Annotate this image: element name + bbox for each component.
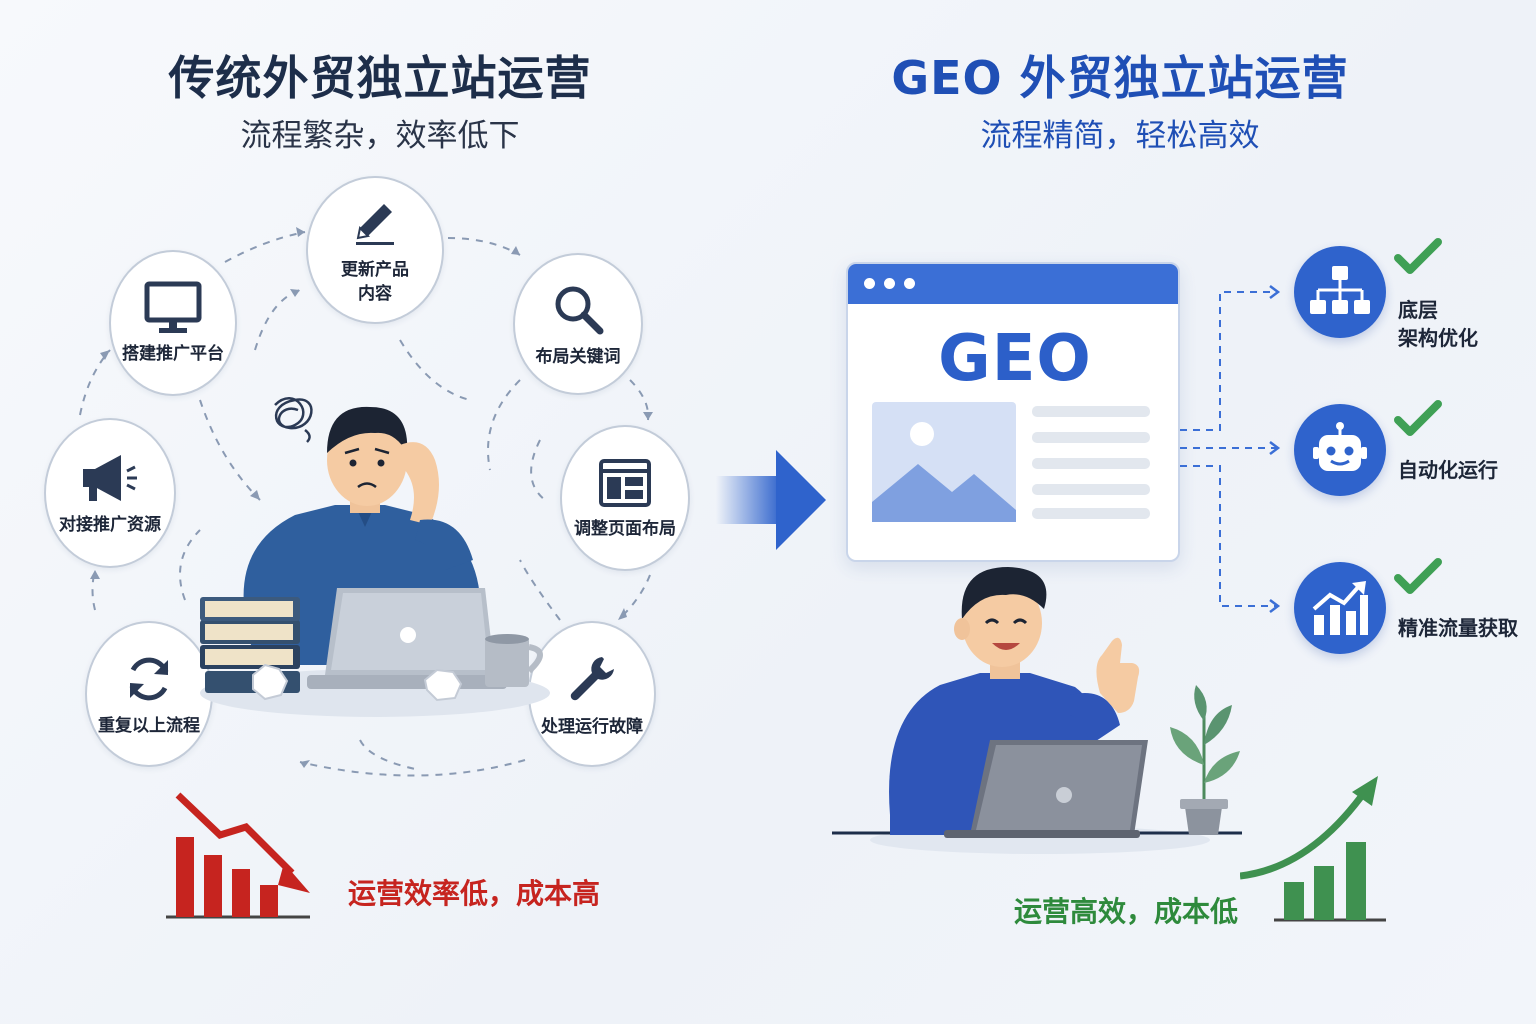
text-lines-placeholder (1032, 406, 1150, 519)
right-subtitle: 流程精简，轻松高效 (980, 118, 1260, 154)
thumbs-up-icon (1096, 637, 1140, 713)
transition-arrow-icon (716, 450, 826, 550)
laptop-icon (307, 588, 507, 689)
feature-label: 底层 架构优化 (1398, 296, 1478, 352)
step-label-line: 重复以上流程 (98, 716, 200, 736)
wrench-icon (570, 657, 614, 701)
crumpled-paper-icon (252, 663, 463, 702)
growth-chart-result-icon (1240, 776, 1386, 922)
hierarchy-icon (1310, 266, 1370, 314)
step-repeat: 重复以上流程 (85, 621, 213, 767)
feature-label-line: 自动化运行 (1398, 458, 1498, 482)
feature-connectors (1180, 285, 1281, 613)
happy-worker-illustration (832, 567, 1242, 854)
step-promotion-resources: 对接推广资源 (44, 418, 176, 568)
check-icon (1394, 238, 1442, 274)
feature-label: 精准流量获取 (1398, 614, 1518, 642)
robot-icon (1313, 422, 1367, 471)
left-subtitle: 流程繁杂，效率低下 (240, 118, 520, 154)
growth-chart-icon (1312, 581, 1368, 635)
step-build-platform: 搭建推广平台 (109, 250, 237, 396)
right-title: GEO 外贸独立站运营 (891, 51, 1349, 105)
geo-browser-window: GEO (846, 262, 1180, 562)
feature-label: 自动化运行 (1398, 456, 1498, 484)
monitor-icon (144, 281, 202, 333)
window-dot (904, 278, 915, 289)
megaphone-icon (83, 455, 137, 501)
left-result: 运营效率低，成本高 (348, 877, 601, 910)
check-icon (1394, 558, 1442, 594)
window-dot (884, 278, 895, 289)
search-icon (555, 286, 604, 335)
feature-automation (1294, 404, 1386, 496)
step-label-line: 调整页面布局 (574, 519, 676, 539)
window-dot (864, 278, 875, 289)
step-label-line: 搭建推广平台 (122, 344, 224, 364)
step-label-line: 处理运行故障 (541, 717, 643, 737)
left-title: 传统外贸独立站运营 (168, 51, 592, 105)
refresh-icon (129, 657, 169, 701)
feature-hierarchy (1294, 246, 1386, 338)
decline-chart-icon (166, 792, 310, 919)
step-keyword: 布局关键词 (513, 253, 643, 395)
step-label-line: 对接推广资源 (59, 515, 161, 535)
cycle-connectors (79, 227, 653, 777)
step-layout: 调整页面布局 (560, 425, 690, 571)
step-label-line: 内容 (358, 284, 392, 304)
coffee-mug-icon (485, 634, 543, 687)
feature-label-line: 精准流量获取 (1398, 616, 1518, 640)
step-update-product: 更新产品 内容 (306, 176, 444, 324)
pencil-icon (356, 204, 394, 245)
layout-icon (599, 459, 651, 507)
potted-plant-icon (1170, 685, 1240, 835)
stressed-worker-illustration (200, 397, 550, 717)
feature-label-line: 架构优化 (1398, 326, 1478, 350)
image-placeholder-icon (872, 402, 1016, 522)
tangled-thoughts-icon (274, 397, 313, 443)
check-icon (1394, 400, 1442, 436)
feature-label-line: 底层 (1398, 298, 1438, 322)
feature-traffic (1294, 562, 1386, 654)
step-label-line: 更新产品 (341, 260, 409, 280)
right-result: 运营高效，成本低 (1014, 895, 1239, 928)
geo-logo-text: GEO (938, 322, 1092, 396)
laptop-icon (944, 740, 1148, 838)
browser-title-bar (848, 264, 1178, 304)
step-label-line: 布局关键词 (535, 347, 621, 367)
